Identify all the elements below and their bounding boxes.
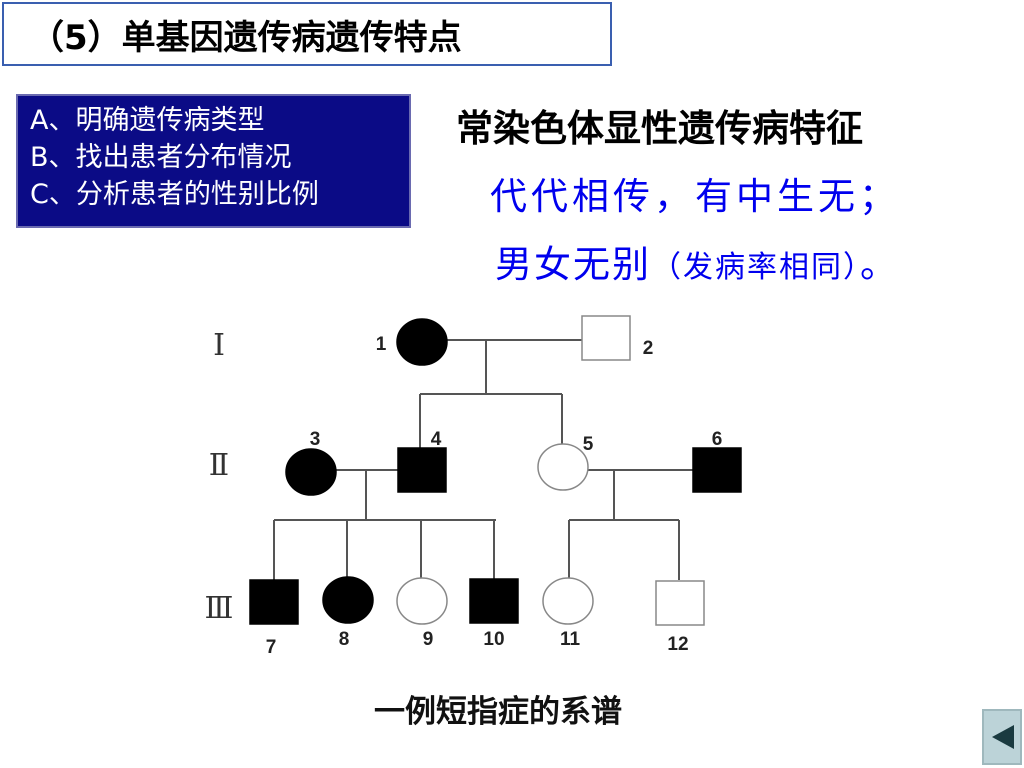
individual-5-label: 5 (583, 434, 594, 455)
individual-5-circle (537, 443, 589, 491)
individual-9-label: 9 (423, 629, 434, 650)
pedigree-lines (273, 339, 694, 580)
individual-2-label: 2 (643, 338, 654, 359)
individual-3-circle (285, 448, 337, 496)
feature-line-2-main: 男女无别 (495, 243, 651, 286)
generation-label-2: Ⅱ (209, 448, 229, 483)
feature-line-1: 代代相传，有中生无； (490, 175, 900, 218)
individual-11-circle (542, 577, 594, 625)
individual-1-circle (396, 318, 448, 366)
feature-line-2-paren: （发病率相同） (651, 250, 860, 285)
individual-11-label: 11 (560, 629, 581, 650)
title-text: （5）单基因遗传病遗传特点 (30, 17, 462, 58)
individual-3-label: 3 (310, 429, 321, 450)
individual-6-square (692, 447, 742, 493)
individual-12-square (655, 580, 705, 626)
individual-12-label: 12 (667, 634, 688, 655)
pedigree-individuals (249, 315, 742, 626)
feature-line-2-end: 。 (860, 243, 899, 286)
individual-7-square (249, 579, 299, 625)
individual-8-label: 8 (339, 629, 350, 650)
individual-7-label: 7 (266, 637, 277, 658)
feature-heading: 常染色体显性遗传病特征 (456, 107, 863, 150)
individual-6-label: 6 (712, 429, 723, 450)
triangle-left-icon (992, 725, 1014, 749)
step-b: B、找出患者分布情况 (30, 142, 292, 173)
previous-slide-button[interactable] (982, 709, 1022, 765)
feature-line-2: 男女无别（发病率相同）。 (495, 234, 899, 288)
step-c: C、分析患者的性别比例 (30, 179, 319, 210)
individual-1-label: 1 (376, 334, 387, 355)
pedigree-caption: 一例短指症的系谱 (374, 694, 622, 730)
slide-title: （5）单基因遗传病遗传特点 (2, 2, 612, 66)
individual-10-square (469, 578, 519, 624)
individual-9-circle (396, 577, 448, 625)
individual-8-circle (322, 576, 374, 624)
individual-4-label: 4 (431, 429, 442, 450)
step-a: A、明确遗传病类型 (30, 105, 265, 136)
individual-2-square (581, 315, 631, 361)
steps-box: A、明确遗传病类型 B、找出患者分布情况 C、分析患者的性别比例 (16, 94, 411, 228)
generation-label-3: Ⅲ (205, 591, 234, 626)
generation-label-1: Ⅰ (213, 328, 225, 363)
individual-10-label: 10 (483, 629, 504, 650)
individual-4-square (397, 447, 447, 493)
